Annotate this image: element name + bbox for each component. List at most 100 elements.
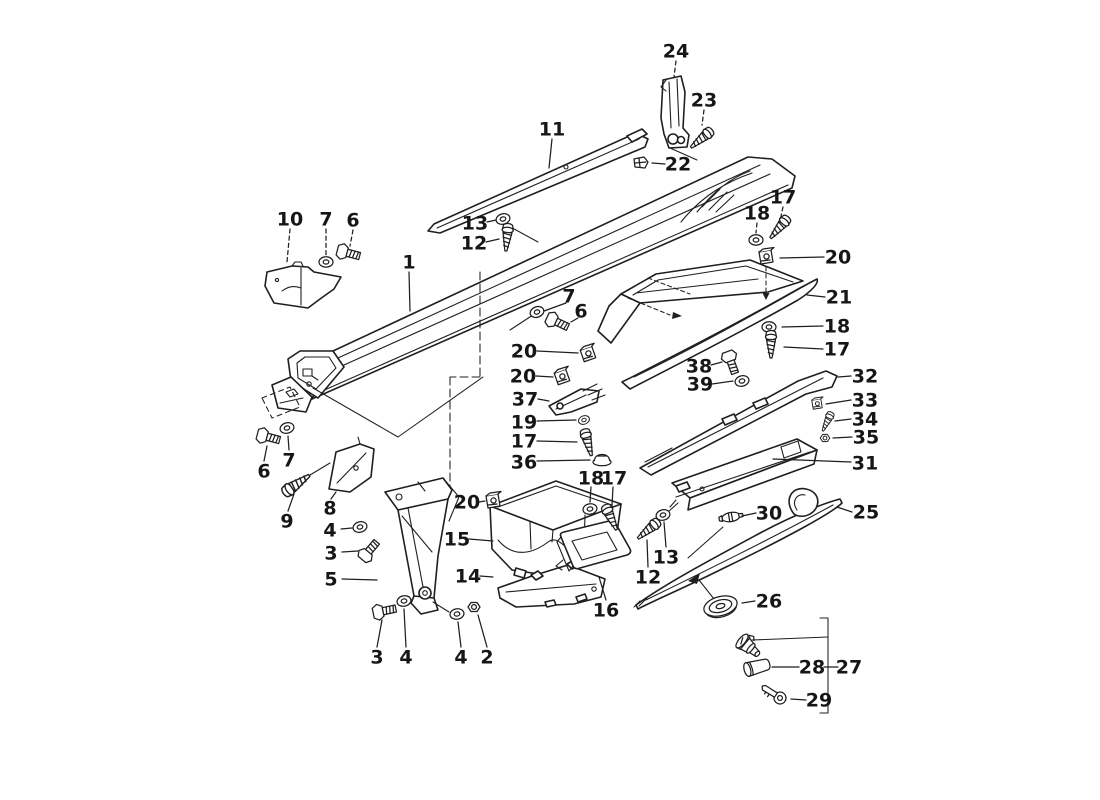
phantom-lines bbox=[304, 147, 829, 714]
leader-line-32 bbox=[837, 375, 852, 378]
callout-label-10-6: 10 bbox=[277, 209, 303, 231]
fastener-clipnut-icon bbox=[579, 342, 597, 363]
fastener-screw-icon bbox=[769, 214, 792, 240]
leader-line-18 bbox=[781, 325, 824, 328]
leader-line-16 bbox=[598, 576, 607, 601]
callout-label-18-24: 18 bbox=[578, 468, 604, 490]
callout-label-2-52: 2 bbox=[480, 647, 493, 669]
callout-label-12-36: 12 bbox=[635, 567, 661, 589]
callout-label-31-32: 31 bbox=[852, 453, 878, 475]
callout-label-28-39: 28 bbox=[799, 657, 825, 679]
leader-line-4 bbox=[340, 527, 353, 530]
side-plate bbox=[328, 436, 375, 493]
leader-line-35 bbox=[832, 436, 853, 439]
fastener-grommet-icon bbox=[703, 595, 738, 619]
glovebox-lid bbox=[597, 259, 819, 390]
leader-line-9 bbox=[287, 493, 295, 512]
leader-line-38 bbox=[710, 361, 723, 366]
callout-label-17-25: 17 bbox=[601, 468, 627, 490]
fastener-screw-icon bbox=[764, 329, 778, 359]
fastener-washer-icon bbox=[318, 256, 334, 268]
callout-label-20-12: 20 bbox=[825, 247, 851, 269]
fastener-washer-icon bbox=[734, 375, 750, 387]
callout-label-3-49: 3 bbox=[370, 647, 383, 669]
callout-label-13-4: 13 bbox=[462, 213, 488, 235]
callout-label-7-16: 7 bbox=[562, 286, 575, 308]
leader-line-15 bbox=[468, 538, 494, 542]
leader-line-20 bbox=[779, 256, 825, 259]
fastener-screw-icon bbox=[281, 473, 311, 498]
fastener-clipnut-icon bbox=[758, 246, 775, 265]
leader-line-22 bbox=[651, 162, 666, 165]
callout-label-27-40: 27 bbox=[836, 657, 862, 679]
leader-line-6 bbox=[570, 317, 579, 323]
callout-label-25-33: 25 bbox=[853, 502, 879, 524]
fastener-bolt-icon bbox=[335, 243, 362, 261]
leader-line-11 bbox=[548, 138, 553, 169]
callout-label-14-55: 14 bbox=[455, 566, 481, 588]
callout-label-33-29: 33 bbox=[852, 390, 878, 412]
leader-line-12 bbox=[646, 539, 649, 568]
callout-label-24-0: 24 bbox=[663, 41, 689, 63]
leader-line-18 bbox=[755, 222, 758, 234]
callout-label-32-28: 32 bbox=[852, 366, 878, 388]
leader-line-6 bbox=[263, 445, 268, 462]
fastener-washer-icon bbox=[748, 234, 764, 246]
callout-label-20-18: 20 bbox=[511, 341, 537, 363]
leader-line-20 bbox=[536, 350, 579, 354]
callout-label-5-48: 5 bbox=[324, 569, 337, 591]
leader-line-4 bbox=[403, 608, 407, 648]
leader-line-20 bbox=[478, 500, 486, 503]
fastener-screw-icon bbox=[689, 126, 715, 149]
callout-label-6-42: 6 bbox=[257, 461, 270, 483]
fastener-washer-icon bbox=[655, 509, 671, 521]
leader-line-13 bbox=[663, 521, 667, 548]
callout-label-20-53: 20 bbox=[454, 492, 480, 514]
callout-label-18-11: 18 bbox=[744, 203, 770, 225]
leader-line-14 bbox=[479, 575, 494, 578]
fastener-screw-icon bbox=[821, 411, 835, 432]
callout-label-20-19: 20 bbox=[510, 366, 536, 388]
fastener-nut-icon bbox=[819, 433, 831, 443]
fastener-washer-icon bbox=[761, 321, 777, 333]
leader-line-3 bbox=[376, 619, 383, 648]
callout-label-26-38: 26 bbox=[756, 591, 782, 613]
upper-trim-strip bbox=[639, 370, 838, 476]
leader-line-19 bbox=[536, 419, 577, 422]
fastener-washer-icon bbox=[529, 305, 545, 319]
callout-label-1-9: 1 bbox=[402, 252, 415, 274]
leader-line-18 bbox=[589, 486, 592, 503]
leader-line-23 bbox=[701, 109, 705, 126]
lock-frame bbox=[555, 520, 632, 572]
leader-line-31 bbox=[772, 458, 852, 463]
fastener-key-icon bbox=[761, 684, 787, 705]
callout-label-36-23: 36 bbox=[511, 452, 537, 474]
leader-line-6 bbox=[349, 229, 354, 247]
fastener-washer-icon bbox=[582, 503, 598, 515]
callout-label-16-37: 16 bbox=[593, 600, 619, 622]
defroster-trim-strip bbox=[427, 128, 649, 234]
callout-label-34-30: 34 bbox=[852, 409, 878, 431]
hinge-lever bbox=[548, 383, 606, 416]
fastener-screw-icon bbox=[501, 222, 514, 252]
callout-label-4-51: 4 bbox=[454, 647, 467, 669]
fastener-screw-icon bbox=[636, 517, 662, 540]
leader-line-3 bbox=[341, 550, 359, 553]
callout-label-35-31: 35 bbox=[853, 427, 879, 449]
callout-label-6-17: 6 bbox=[574, 301, 587, 323]
fastener-bolt-icon bbox=[544, 311, 571, 331]
fastener-clipnut-icon bbox=[485, 490, 502, 509]
callout-label-37-20: 37 bbox=[512, 389, 538, 411]
leader-line-34 bbox=[834, 418, 852, 422]
fastener-bolt-icon bbox=[720, 349, 740, 376]
fastener-screw-icon bbox=[579, 428, 594, 457]
callout-label-17-10: 17 bbox=[770, 187, 796, 209]
leader-line-33 bbox=[825, 399, 852, 405]
callout-label-18-14: 18 bbox=[824, 316, 850, 338]
latch-striker bbox=[660, 75, 690, 149]
leader-line-39 bbox=[711, 380, 734, 385]
leader-line-37 bbox=[537, 398, 550, 402]
callout-label-3-47: 3 bbox=[324, 543, 337, 565]
